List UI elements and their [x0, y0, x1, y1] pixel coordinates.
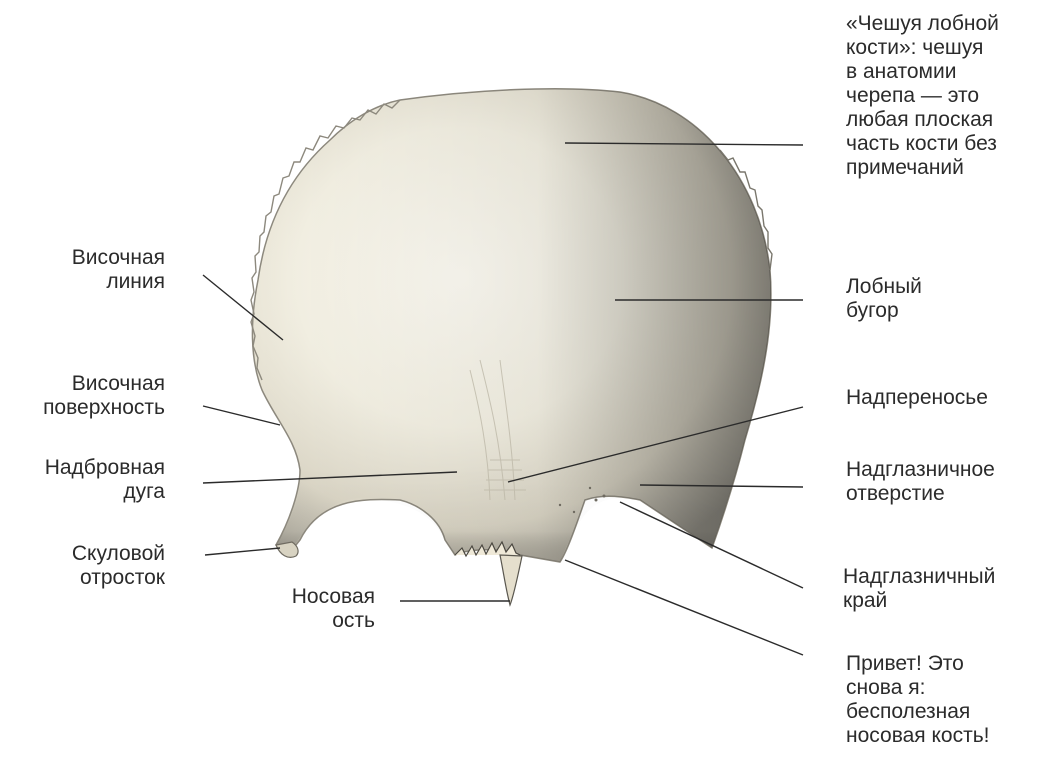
- label-temporal-surface: Височная поверхность: [43, 372, 165, 420]
- label-glabella: Надпереносье: [846, 386, 988, 410]
- bone-lower-shading: [276, 460, 740, 562]
- label-superciliary-arch: Надбровная дуга: [45, 456, 165, 504]
- zygomatic-process-shape: [276, 542, 298, 557]
- label-nasal-spine: Носовая ость: [292, 585, 375, 633]
- nasal-spine-shape: [500, 555, 522, 605]
- frontal-bone: [251, 89, 772, 605]
- label-temporal-line: Височная линия: [72, 246, 165, 294]
- leader-line-zygomatic-process: [205, 548, 280, 555]
- leader-line-nasal-bone: [565, 560, 803, 655]
- label-supraorbital-margin: Надглазничный край: [843, 565, 995, 613]
- label-zygomatic-process: Скуловой отросток: [72, 542, 165, 590]
- label-frontal-tuber: Лобный бугор: [846, 275, 922, 323]
- label-nasal-bone-joke: Привет! Это снова я: бесполезная носовая…: [846, 652, 990, 748]
- label-supraorbital-foramen: Надглазничное отверстие: [846, 458, 995, 506]
- label-squama: «Чешуя лобной кости»: чешуя в анатомии ч…: [846, 12, 999, 180]
- leader-line-temporal-surface: [203, 406, 280, 425]
